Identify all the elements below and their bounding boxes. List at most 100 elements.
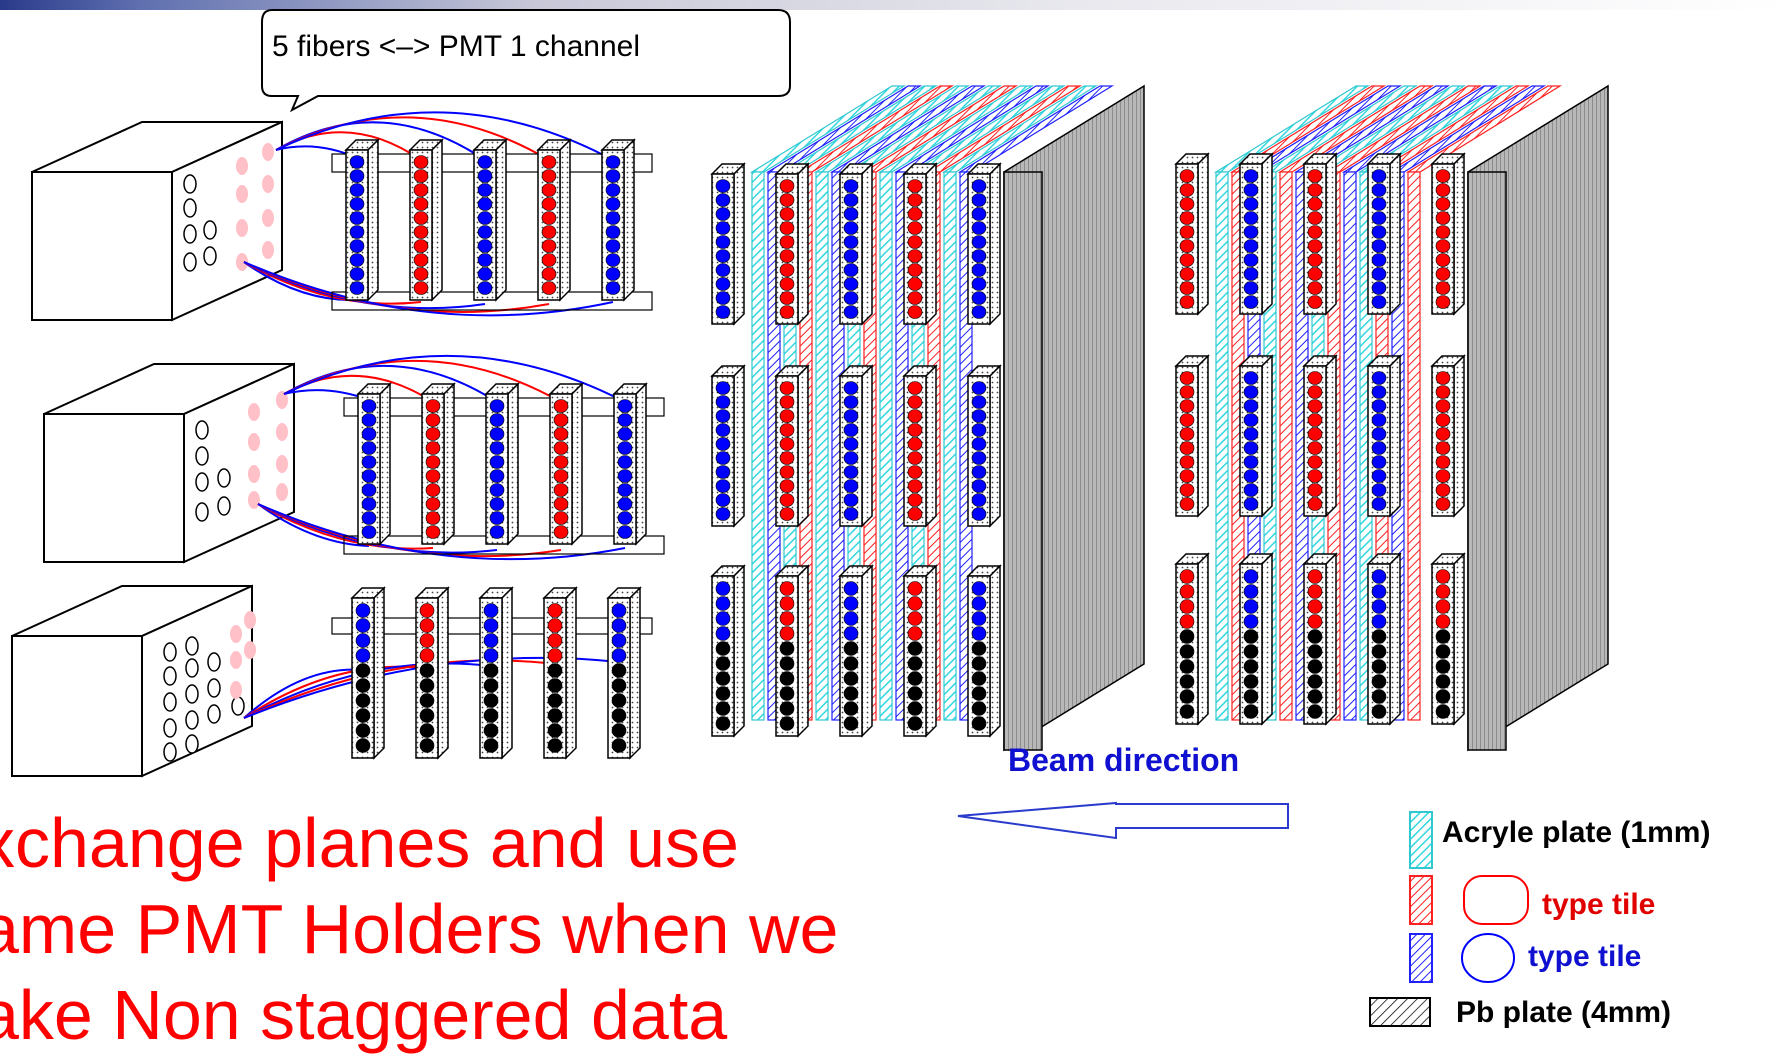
tile-dot — [908, 627, 922, 641]
tile-dot — [606, 170, 620, 183]
tile-dot — [1180, 585, 1194, 599]
tile-dot — [1180, 456, 1194, 469]
tile-dot — [1244, 372, 1258, 385]
tile-dot — [1244, 240, 1258, 253]
tile-dot — [844, 687, 858, 701]
fiber-hole-lit — [248, 433, 260, 451]
tile-dot — [554, 484, 568, 497]
column-side — [374, 588, 384, 758]
tile-dot — [548, 724, 562, 738]
column-side — [636, 384, 646, 544]
tile-dot — [844, 717, 858, 731]
stack-tile-column — [1368, 154, 1400, 314]
stack-tile-column — [1432, 356, 1464, 516]
tile-dot — [414, 282, 428, 295]
tile-dot — [414, 240, 428, 253]
tile-dot — [716, 612, 730, 626]
tile-dot — [780, 306, 794, 319]
tile-dot — [1436, 296, 1450, 309]
tile-dot — [548, 739, 562, 753]
tile-dot — [716, 194, 730, 207]
tile-dot — [606, 184, 620, 197]
stack-tile-column — [1304, 356, 1336, 516]
tile-dot — [1244, 282, 1258, 295]
tile-dot — [1308, 456, 1322, 469]
tile-dot — [908, 597, 922, 611]
tile-dot — [1372, 630, 1386, 644]
pmt-hole — [184, 225, 196, 243]
tile-dot — [606, 212, 620, 225]
tile-dot — [426, 498, 440, 511]
tile-dot — [1244, 254, 1258, 267]
tile-dot — [1180, 414, 1194, 427]
tile-dot — [1244, 585, 1258, 599]
tile-dot — [484, 619, 498, 633]
tile-dot — [426, 442, 440, 455]
tile-dot — [1308, 198, 1322, 211]
column-side — [1326, 554, 1336, 724]
fiber-column — [346, 140, 378, 300]
tile-dot — [780, 627, 794, 641]
tile-dot — [542, 184, 556, 197]
tile-dot — [1180, 630, 1194, 644]
tile-dot — [356, 664, 370, 678]
tile-dot — [1436, 400, 1450, 413]
tile-dot — [1244, 498, 1258, 511]
pmt-hole — [204, 247, 216, 265]
note-line: ame PMT Holders when we — [0, 886, 839, 972]
tile-dot — [908, 452, 922, 465]
tile-dot — [1244, 705, 1258, 719]
fiber-hole-lit — [230, 651, 242, 669]
tile-dot — [844, 480, 858, 493]
fiber-hole-lit — [230, 681, 242, 699]
tile-dot — [844, 306, 858, 319]
tile-dot — [1244, 226, 1258, 239]
pmt-hole — [186, 637, 198, 655]
fiber-hole-lit — [236, 157, 248, 175]
tile-dot — [780, 396, 794, 409]
tile-dot — [844, 222, 858, 235]
tile-dot — [1372, 690, 1386, 704]
tile-dot — [780, 292, 794, 305]
tile-dot — [1436, 570, 1450, 584]
tile-dot — [716, 250, 730, 263]
tile-dot — [426, 414, 440, 427]
tile-dot — [1244, 570, 1258, 584]
tile-dot — [1308, 170, 1322, 183]
tile-dot — [844, 264, 858, 277]
tile-dot — [1180, 254, 1194, 267]
tile-dot — [972, 194, 986, 207]
tile-dot — [554, 414, 568, 427]
tile-dot — [716, 424, 730, 437]
tile-dot — [844, 236, 858, 249]
tile-dot — [972, 657, 986, 671]
tile-dot — [548, 649, 562, 663]
tile-dot — [414, 198, 428, 211]
tile-dot — [972, 222, 986, 235]
plate-front — [880, 172, 892, 720]
fiber-column — [544, 588, 576, 758]
tile-dot — [606, 198, 620, 211]
tile-dot — [1180, 600, 1194, 614]
tile-dot — [972, 597, 986, 611]
column-side — [862, 366, 872, 526]
tile-dot — [716, 410, 730, 423]
tile-dot — [716, 278, 730, 291]
tile-dot — [1180, 615, 1194, 629]
tile-dot — [716, 582, 730, 596]
tile-dot — [1180, 498, 1194, 511]
tile-dot — [606, 226, 620, 239]
tile-dot — [542, 254, 556, 267]
stack-tile-column — [1240, 554, 1272, 724]
tile-dot — [554, 526, 568, 539]
column-side — [502, 588, 512, 758]
tile-dot — [844, 424, 858, 437]
tile-dot — [908, 208, 922, 221]
tile-dot — [606, 240, 620, 253]
fiber-hole-lit — [276, 483, 288, 501]
column-side — [630, 588, 640, 758]
tile-dot — [484, 709, 498, 723]
tile-dot — [972, 396, 986, 409]
tile-dot — [420, 694, 434, 708]
stack-tile-column — [1432, 554, 1464, 724]
